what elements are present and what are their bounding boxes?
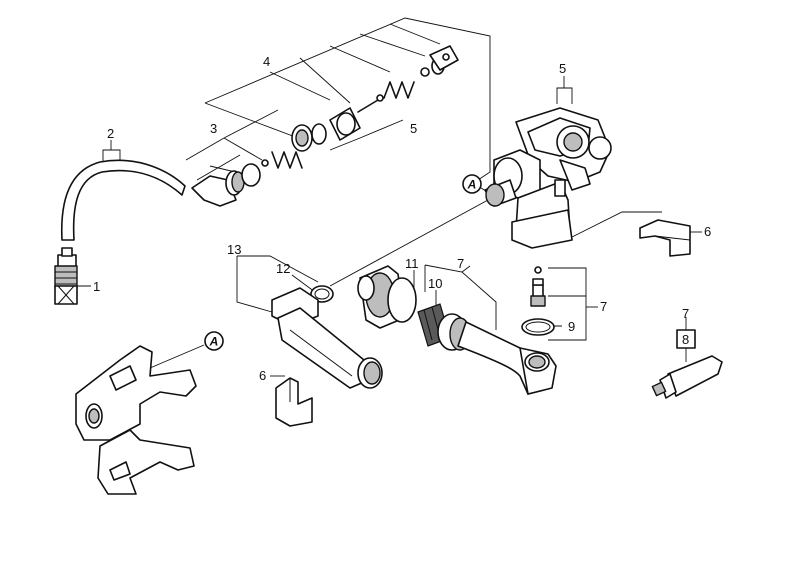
callout-4: 4 [263,54,270,69]
callout-3: 3 [210,121,217,136]
ref-circle-a-upper: A [462,174,482,194]
part-7-valve-insert [521,266,555,336]
callout-7-middle: 7 [457,256,464,271]
part-12-oring [310,285,334,303]
callout-1: 1 [93,279,100,294]
callout-5-lower: 5 [410,121,417,136]
callout-13: 13 [227,242,241,257]
part-4-valve-parts [311,45,459,145]
callout-6-left: 6 [259,368,266,383]
part-6-clip-left [275,377,313,427]
leader-lines [74,17,702,377]
svg-text:A: A [209,335,219,349]
part-10-11-7-connector [357,265,557,395]
part-1-filter [54,247,78,305]
part-6-clip-right [639,219,691,257]
part-13-lance-connector [271,287,383,389]
callout-8: 8 [682,332,689,347]
part-8-grease-tube [651,329,723,399]
callout-7-right: 7 [600,299,607,314]
part-3-elbow-assembly [191,124,313,207]
callout-10: 10 [428,276,442,291]
part-2-hose [60,159,186,241]
callout-6-right: 6 [704,224,711,239]
callout-labels: 1 2 3 4 5 5 6 6 7 7 7 8 9 10 11 12 13 [93,54,711,383]
ref-circle-a-lower: A [204,331,224,351]
frame-bracket [75,345,197,495]
callout-7-box: 7 [682,306,689,321]
pump-head [484,107,612,249]
callout-11: 11 [405,256,419,271]
callout-12: 12 [276,261,290,276]
callout-9: 9 [568,319,575,334]
svg-text:A: A [467,178,477,192]
callout-2: 2 [107,126,114,141]
callout-5-upper: 5 [559,61,566,76]
